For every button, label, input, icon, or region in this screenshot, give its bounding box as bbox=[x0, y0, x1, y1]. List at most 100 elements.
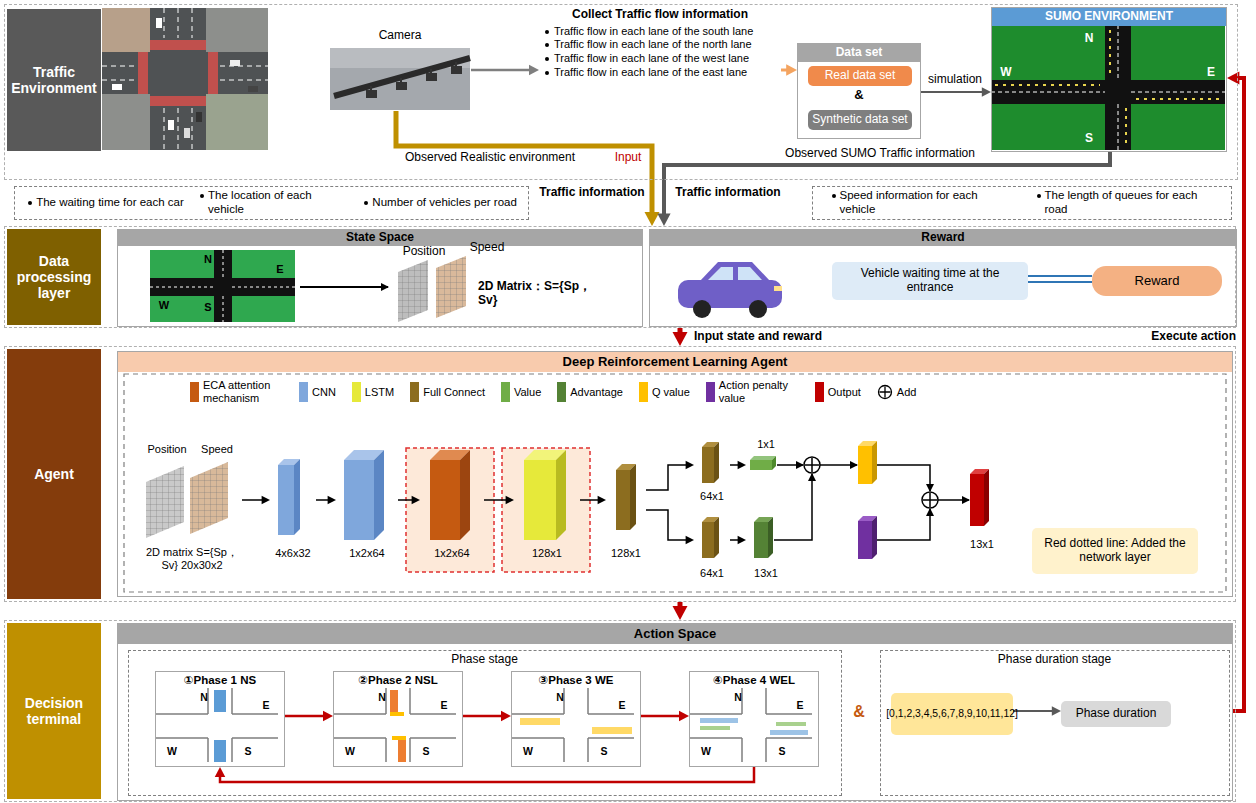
connector bbox=[730, 461, 746, 470]
arrow-head bbox=[786, 64, 797, 75]
arrow-head bbox=[686, 461, 694, 470]
state-intersection bbox=[150, 250, 466, 322]
node-text: W bbox=[158, 299, 170, 312]
connector-line bbox=[730, 539, 739, 541]
legend-swatch bbox=[815, 382, 824, 402]
arrow-head bbox=[215, 767, 226, 777]
text-slot: Data processing layer bbox=[7, 229, 101, 325]
free-label: Traffic information bbox=[537, 186, 646, 200]
legend-text: Advantage bbox=[570, 386, 623, 399]
text-slot: Agent bbox=[7, 349, 101, 599]
arrow-head bbox=[262, 496, 270, 505]
bullet-dot bbox=[545, 57, 549, 61]
connector bbox=[781, 64, 797, 75]
bullet-text: Speed information for each vehicle bbox=[840, 189, 1010, 215]
bullet-text: Traffic flow in each lane of the south l… bbox=[554, 25, 777, 38]
connector bbox=[673, 602, 688, 620]
node-text: Position bbox=[394, 245, 454, 259]
bullet-text: The location of each vehicle bbox=[208, 189, 348, 215]
node-text: 1x2x64 bbox=[420, 547, 484, 560]
reward-panel: RewardVehicle waiting time at the entran… bbox=[649, 229, 1237, 327]
arrow-head bbox=[328, 496, 336, 505]
node-text: E bbox=[616, 699, 628, 711]
legend-item: Add bbox=[877, 384, 917, 400]
legend-swatch bbox=[501, 382, 510, 402]
connector-line bbox=[285, 715, 325, 718]
text-slot: S bbox=[420, 745, 432, 757]
label-slot: Traffic information bbox=[537, 186, 646, 200]
node-text: S bbox=[242, 745, 254, 757]
connector-line bbox=[471, 69, 531, 72]
edge-label: Observed Realistic environment bbox=[403, 151, 577, 165]
bullet-text: Traffic flow in each lane of the east la… bbox=[554, 66, 777, 79]
text-slot: S bbox=[598, 745, 610, 757]
node-text: E bbox=[274, 263, 286, 276]
text-slot: Traffic Environment bbox=[7, 9, 101, 151]
text-slot: E bbox=[1204, 66, 1218, 80]
advantage-layer: 13x1 bbox=[746, 517, 786, 585]
connector bbox=[471, 65, 539, 76]
info-box: Speed information for each vehicleThe le… bbox=[812, 186, 1232, 220]
text-slot: E bbox=[438, 699, 450, 711]
node-text: S bbox=[1082, 132, 1096, 146]
bullet-dot bbox=[28, 201, 32, 205]
arrow-head bbox=[673, 332, 688, 346]
legend-swatch bbox=[639, 382, 648, 402]
phase-box: ②Phase 2 NSLNEWS bbox=[333, 671, 463, 767]
node-text: Position bbox=[142, 443, 192, 456]
legend-text: ECA attention mechanism bbox=[203, 379, 283, 404]
text-slot: Reward bbox=[650, 230, 1236, 246]
node-text: SUMO ENVIRONMENT bbox=[992, 8, 1226, 26]
text-slot: W bbox=[700, 745, 712, 757]
connector-line bbox=[641, 715, 681, 718]
text-slot: N bbox=[554, 691, 566, 703]
node-text: ③Phase 3 WE bbox=[514, 674, 638, 687]
arrow-head bbox=[323, 711, 333, 722]
node-text: 2D matrix S={Sp，Sv} 20x30x2 bbox=[144, 546, 240, 571]
text-slot: W bbox=[158, 299, 170, 312]
node-text: Data set bbox=[798, 44, 920, 62]
text-row: Collect Traffic flow information bbox=[543, 8, 777, 22]
label-slot: Observed SUMO Traffic information bbox=[783, 147, 977, 161]
text-slot: W bbox=[522, 745, 534, 757]
legend-swatch bbox=[706, 382, 715, 402]
legend-text: Q value bbox=[652, 386, 690, 399]
fc-layer: 128x1 bbox=[606, 462, 646, 567]
text-row: The waiting time for each car bbox=[26, 196, 184, 209]
node-text: 13x1 bbox=[746, 567, 786, 580]
bullet-dot bbox=[364, 201, 368, 205]
node-text: 2D Matrix：S={Sp，Sv} bbox=[478, 280, 608, 308]
node-text: N bbox=[376, 691, 388, 703]
arrow-head bbox=[738, 461, 746, 470]
node-text: 1x1 bbox=[746, 438, 786, 451]
node-text: 64x1 bbox=[694, 490, 730, 503]
connector-line bbox=[484, 499, 507, 501]
phase-box: ①Phase 1 NSNEWS bbox=[155, 671, 285, 767]
node-text: Speed bbox=[194, 443, 240, 456]
arrow-head bbox=[673, 606, 688, 620]
note-box: Red dotted line: Added the network layer bbox=[1032, 528, 1198, 574]
text-slot: N bbox=[732, 691, 744, 703]
network-drawing bbox=[124, 374, 1226, 592]
label-slot: simulation bbox=[926, 73, 984, 87]
text-slot: E bbox=[274, 263, 286, 276]
node-text: N bbox=[554, 691, 566, 703]
node-text: 1x2x64 bbox=[336, 547, 398, 560]
connector bbox=[673, 328, 688, 346]
bullet-text: Traffic flow in each lane of the west la… bbox=[554, 52, 777, 65]
legend-item: ECA attention mechanism bbox=[190, 379, 283, 404]
text-slot: N bbox=[198, 691, 210, 703]
bullet-dot bbox=[545, 43, 549, 47]
connector bbox=[646, 461, 694, 490]
node-text: Speed bbox=[462, 241, 512, 255]
node-text: Decision terminal bbox=[7, 623, 101, 799]
text-slot: Action Space bbox=[118, 624, 1232, 644]
text-slot: ①Phase 1 NS bbox=[158, 674, 282, 687]
bullet-dot bbox=[832, 194, 836, 198]
label-slot: Execute action bbox=[1149, 330, 1238, 344]
layer-band: Data processing layerState SpaceNEWSPosi… bbox=[4, 226, 1236, 328]
connector bbox=[646, 510, 694, 544]
text-slot: Phase stage bbox=[129, 653, 840, 667]
free-label: Traffic information bbox=[673, 186, 782, 200]
